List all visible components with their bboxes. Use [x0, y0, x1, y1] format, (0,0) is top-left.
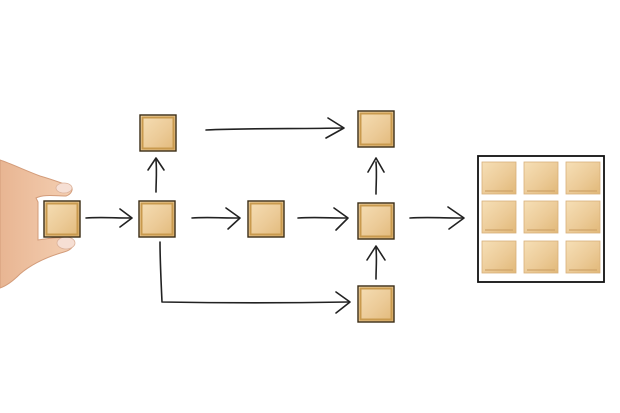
grid-tile-1 [481, 161, 517, 195]
grid-tile-8 [523, 240, 559, 274]
arrow-middle-up-right [367, 157, 385, 195]
block-middle-3 [357, 202, 395, 240]
grid-tile-3 [565, 161, 601, 195]
arrow-to-grid [409, 206, 465, 230]
arrow-block-up-left [147, 157, 165, 193]
block-top-left [139, 114, 177, 152]
grid-tile-7 [481, 240, 517, 274]
arrow-bottom-up-right [366, 245, 386, 280]
grid-tile-6 [565, 200, 601, 234]
grid-tile-9 [565, 240, 601, 274]
arrow-hand-to-block [85, 208, 133, 228]
block-middle-2 [247, 200, 285, 238]
grid-frame [477, 155, 605, 283]
block-top-right [357, 110, 395, 148]
arrow-down-and-right [159, 241, 351, 314]
hand-icon [0, 159, 75, 289]
grid-tile-2 [523, 161, 559, 195]
grid-tile-4 [481, 200, 517, 234]
grid-tile-5 [523, 200, 559, 234]
arrow-middle-2-to-3 [297, 207, 349, 231]
block-middle-1 [138, 200, 176, 238]
hand-holding-block-icon [0, 159, 81, 289]
arrow-middle-1-to-2 [191, 207, 241, 230]
held-block [43, 200, 81, 238]
block-bottom [357, 285, 395, 323]
arrow-top-horizontal [205, 117, 345, 139]
finger-nail-icon [56, 236, 76, 250]
thumb-nail-icon [55, 182, 73, 194]
